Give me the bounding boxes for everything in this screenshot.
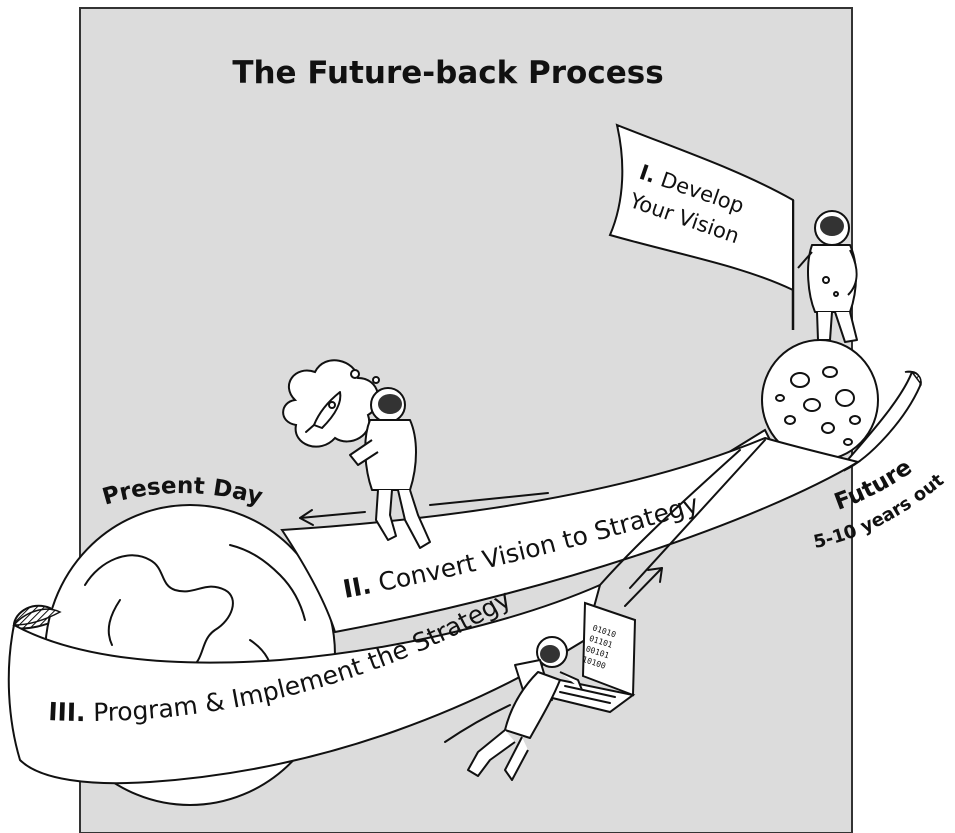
laptop-icon: 01010 01101 00101 10100 [537,601,637,714]
astronaut-icon [467,636,583,781]
diagram-title: The Future-back Process [232,55,663,91]
band-step-3 [7,449,741,785]
thought-bubble-rocket-icon [282,359,380,448]
astronaut-icon [797,210,858,343]
flag-icon [608,123,795,330]
band-end-cap [12,608,62,626]
astronaut-icon [349,387,431,549]
arrow-icon [299,492,663,743]
band-step-2 [280,436,861,634]
